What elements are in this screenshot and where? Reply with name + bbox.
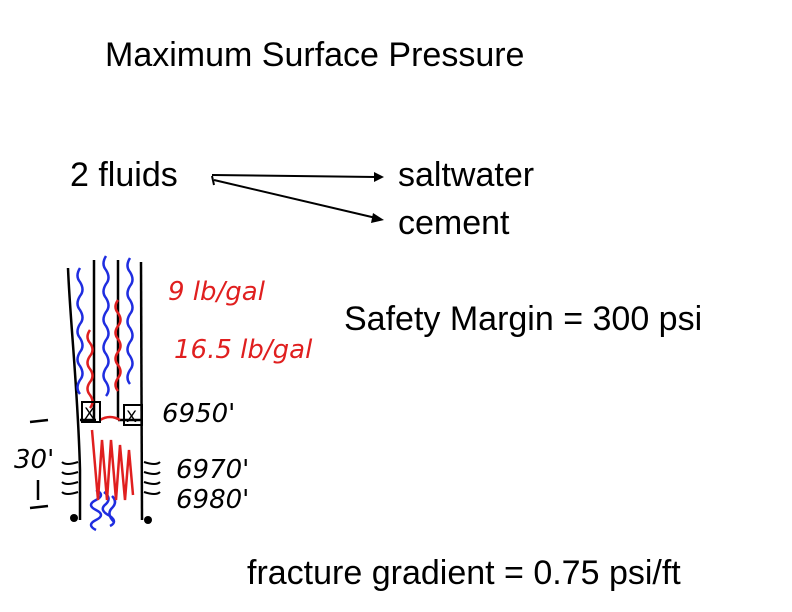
density-cement: 16.5 lb/gal <box>174 335 313 365</box>
shoe-left <box>70 514 78 522</box>
saltwater-squiggles <box>76 255 134 532</box>
packer-left: X <box>81 401 101 423</box>
fracture-gradient: fracture gradient = 0.75 psi/ft <box>247 554 681 592</box>
arrow-head-2 <box>371 213 384 223</box>
depth-6970: 6970' <box>176 455 249 485</box>
cement-squiggles <box>86 299 135 501</box>
depth-6950: 6950' <box>162 399 235 429</box>
depth-6980: 6980' <box>176 485 249 515</box>
arrow-head-1 <box>374 172 384 182</box>
packer-right-mark: X <box>126 407 137 426</box>
density-saltwater: 9 lb/gal <box>168 277 266 307</box>
fluid-saltwater: saltwater <box>398 156 535 194</box>
packer-left-mark: X <box>84 404 95 423</box>
safety-margin: Safety Margin = 300 psi <box>344 300 703 338</box>
arrow-to-cement <box>213 179 377 219</box>
interval-bracket <box>29 418 49 510</box>
packer-right: X <box>123 404 143 426</box>
perforations <box>61 461 161 495</box>
fluid-cement: cement <box>398 204 510 242</box>
fluid-arrows <box>211 174 377 219</box>
fluids-label: 2 fluids <box>70 156 178 194</box>
shoe-right <box>144 516 152 524</box>
slide-title: Maximum Surface Pressure <box>105 36 525 74</box>
arrow-to-saltwater <box>211 174 377 178</box>
interval-30ft: 30' <box>14 445 54 475</box>
